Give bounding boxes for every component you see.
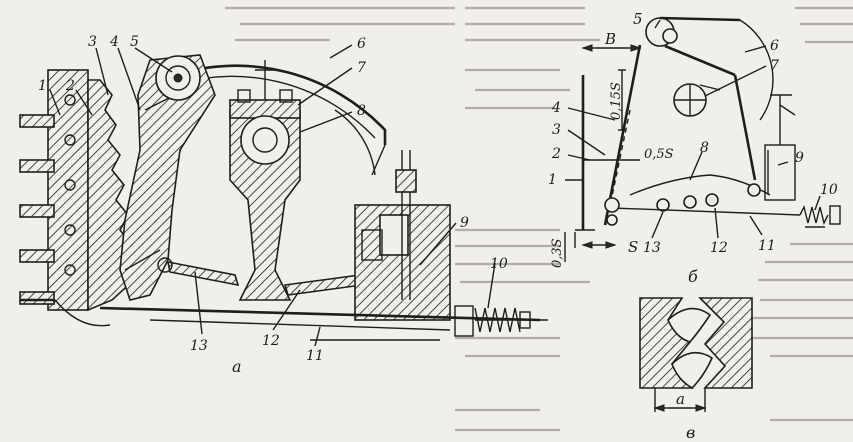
label-a-12: 12 <box>262 333 280 349</box>
label-a-11: 11 <box>306 348 324 364</box>
label-b-2: 2 <box>551 146 561 162</box>
figure-a-leaders <box>49 44 496 347</box>
label-a-7: 7 <box>357 60 366 76</box>
figure-b-dimension-labels: B 0,15S 0,5S S 0,3S <box>550 30 674 268</box>
caption-c: в <box>686 423 695 442</box>
dim-a: a <box>676 390 685 408</box>
label-b-3: 3 <box>552 122 561 138</box>
label-b-7: 7 <box>770 58 779 74</box>
label-b-5: 5 <box>633 10 643 28</box>
figure-a-spring <box>454 305 548 337</box>
label-a-8: 8 <box>357 103 366 119</box>
label-b-4: 4 <box>551 100 561 116</box>
label-b-12: 12 <box>710 240 728 256</box>
label-b-9: 9 <box>795 150 804 166</box>
label-a-9: 9 <box>460 215 469 231</box>
figure-b-kinematic-scheme <box>564 16 841 262</box>
background-text-fragments <box>225 6 853 432</box>
label-a-2: 2 <box>65 78 75 94</box>
label-a-10: 10 <box>490 256 508 272</box>
dim-0-5s: 0,5S <box>644 147 674 162</box>
label-b-1: 1 <box>548 172 557 188</box>
figure-a-part-labels: 1 2 3 4 5 6 7 8 9 10 11 12 13 а <box>38 34 508 376</box>
dim-0-15s: 0,15S <box>609 82 624 120</box>
label-b-10: 10 <box>820 182 838 198</box>
figure-c-jaw-profile: a в <box>639 297 753 442</box>
caption-b: б <box>688 267 698 286</box>
label-a-1: 1 <box>38 78 47 94</box>
figure-a-crusher-section <box>19 54 548 341</box>
label-a-6: 6 <box>357 36 366 52</box>
figure-b-part-labels: 1 2 3 4 5 6 7 8 9 10 11 12 13 б <box>548 10 838 286</box>
label-b-13: 13 <box>643 240 661 256</box>
label-a-5: 5 <box>130 34 139 50</box>
figure-b-leaders <box>565 19 821 239</box>
label-a-4: 4 <box>109 34 119 50</box>
dim-b: B <box>604 30 616 48</box>
dim-s: S <box>628 238 638 256</box>
label-b-6: 6 <box>770 38 779 54</box>
label-b-8: 8 <box>700 140 709 156</box>
label-a-13: 13 <box>190 338 208 354</box>
caption-a: а <box>232 357 242 376</box>
dim-0-3s: 0,3S <box>550 238 565 268</box>
label-a-3: 3 <box>88 34 97 50</box>
label-b-11: 11 <box>758 238 776 254</box>
